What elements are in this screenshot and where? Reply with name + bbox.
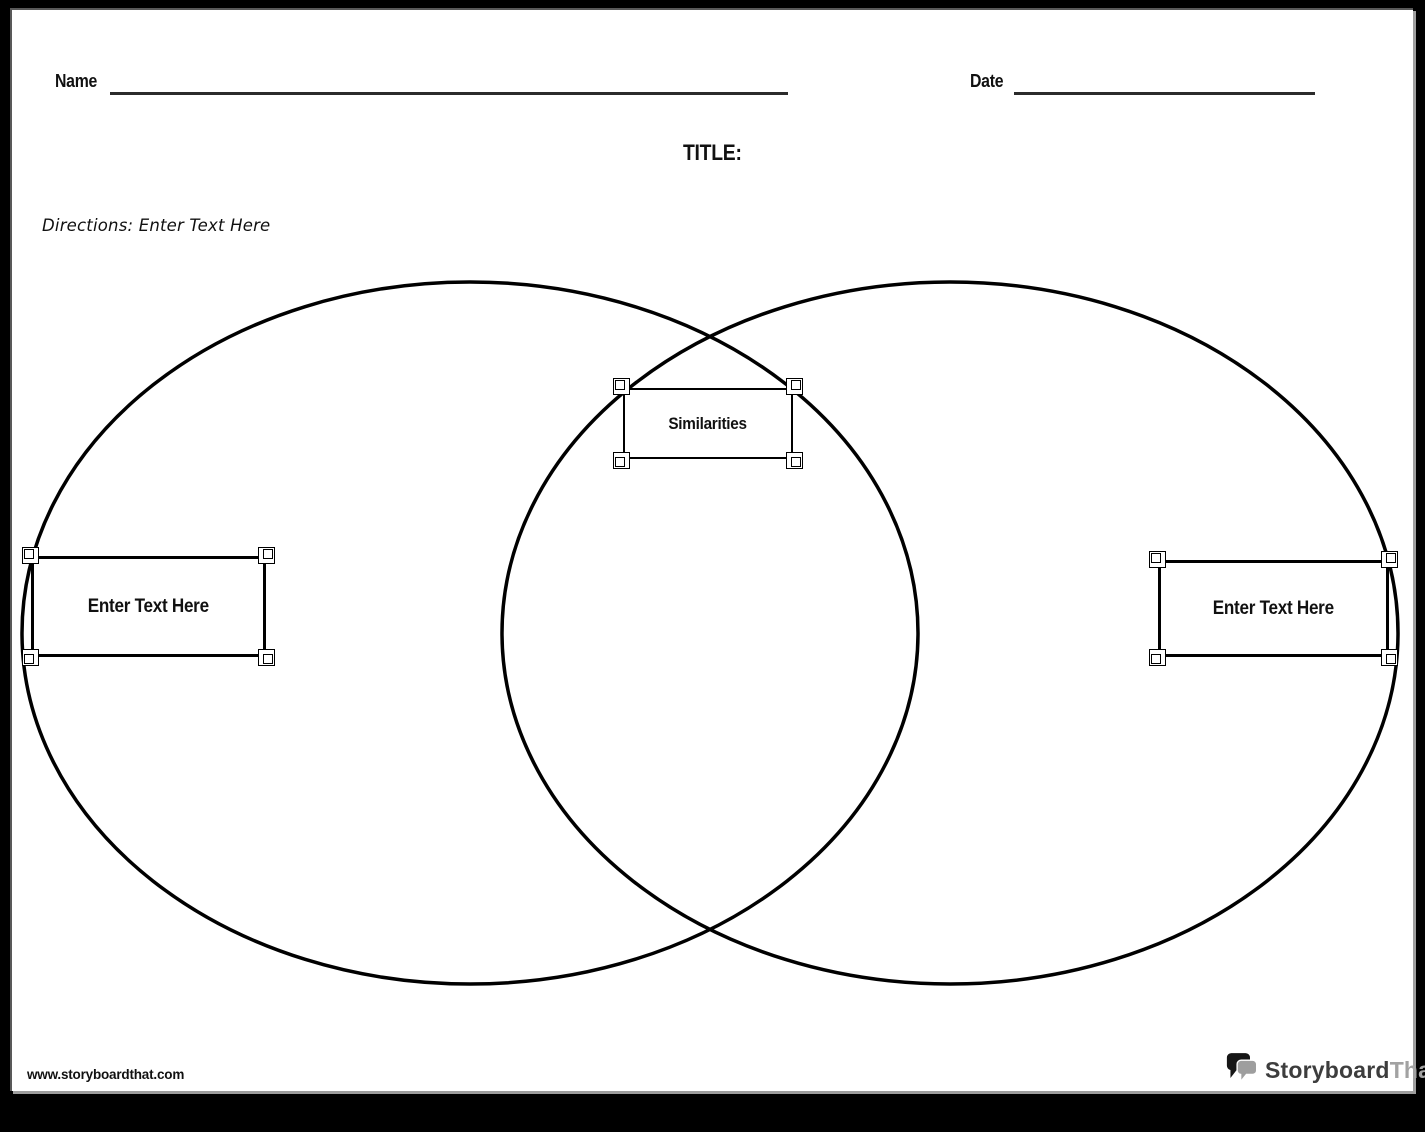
selection-handle[interactable] (786, 378, 803, 395)
selection-handle[interactable] (1381, 551, 1398, 568)
website-url: www.storyboardthat.com (27, 1067, 185, 1082)
left-circle-textbox[interactable]: Enter Text Here (22, 547, 275, 666)
left-ellipse (20, 280, 920, 986)
selection-handle[interactable] (786, 452, 803, 469)
date-blank-line (1014, 92, 1315, 95)
date-label: Date (970, 71, 1004, 91)
directions-text: Directions: Enter Text Here (42, 216, 271, 235)
name-label: Name (55, 71, 98, 91)
name-blank-line (110, 92, 788, 95)
selection-handle[interactable] (1149, 649, 1166, 666)
selection-handle[interactable] (258, 649, 275, 666)
selection-handle[interactable] (613, 452, 630, 469)
left-circle-label: Enter Text Here (87, 595, 210, 617)
brand-part-storyboard: Storyboard (1265, 1056, 1390, 1083)
selection-handle[interactable] (1149, 551, 1166, 568)
similarities-textbox[interactable]: Similarities (613, 378, 803, 469)
right-ellipse (500, 280, 1400, 986)
selection-handle[interactable] (613, 378, 630, 395)
selection-handle[interactable] (22, 547, 39, 564)
venn-diagram (20, 280, 1400, 986)
brand-part-that: That (1389, 1056, 1425, 1083)
title-row: TITLE: (12, 140, 1413, 166)
speech-bubbles-icon (1226, 1053, 1258, 1084)
similarities-label: Similarities (668, 413, 748, 433)
selection-handle[interactable] (22, 649, 39, 666)
right-circle-label: Enter Text Here (1212, 597, 1335, 619)
selection-handle[interactable] (1381, 649, 1398, 666)
right-circle-textbox[interactable]: Enter Text Here (1149, 551, 1398, 666)
worksheet-page: Name Date TITLE: Directions: Enter Text … (10, 8, 1425, 1091)
selection-handle[interactable] (258, 547, 275, 564)
brand-wordmark: StoryboardThat (1265, 1057, 1425, 1084)
page-title: TITLE: (683, 140, 742, 165)
storyboardthat-logo: StoryboardThat (1226, 1050, 1425, 1090)
